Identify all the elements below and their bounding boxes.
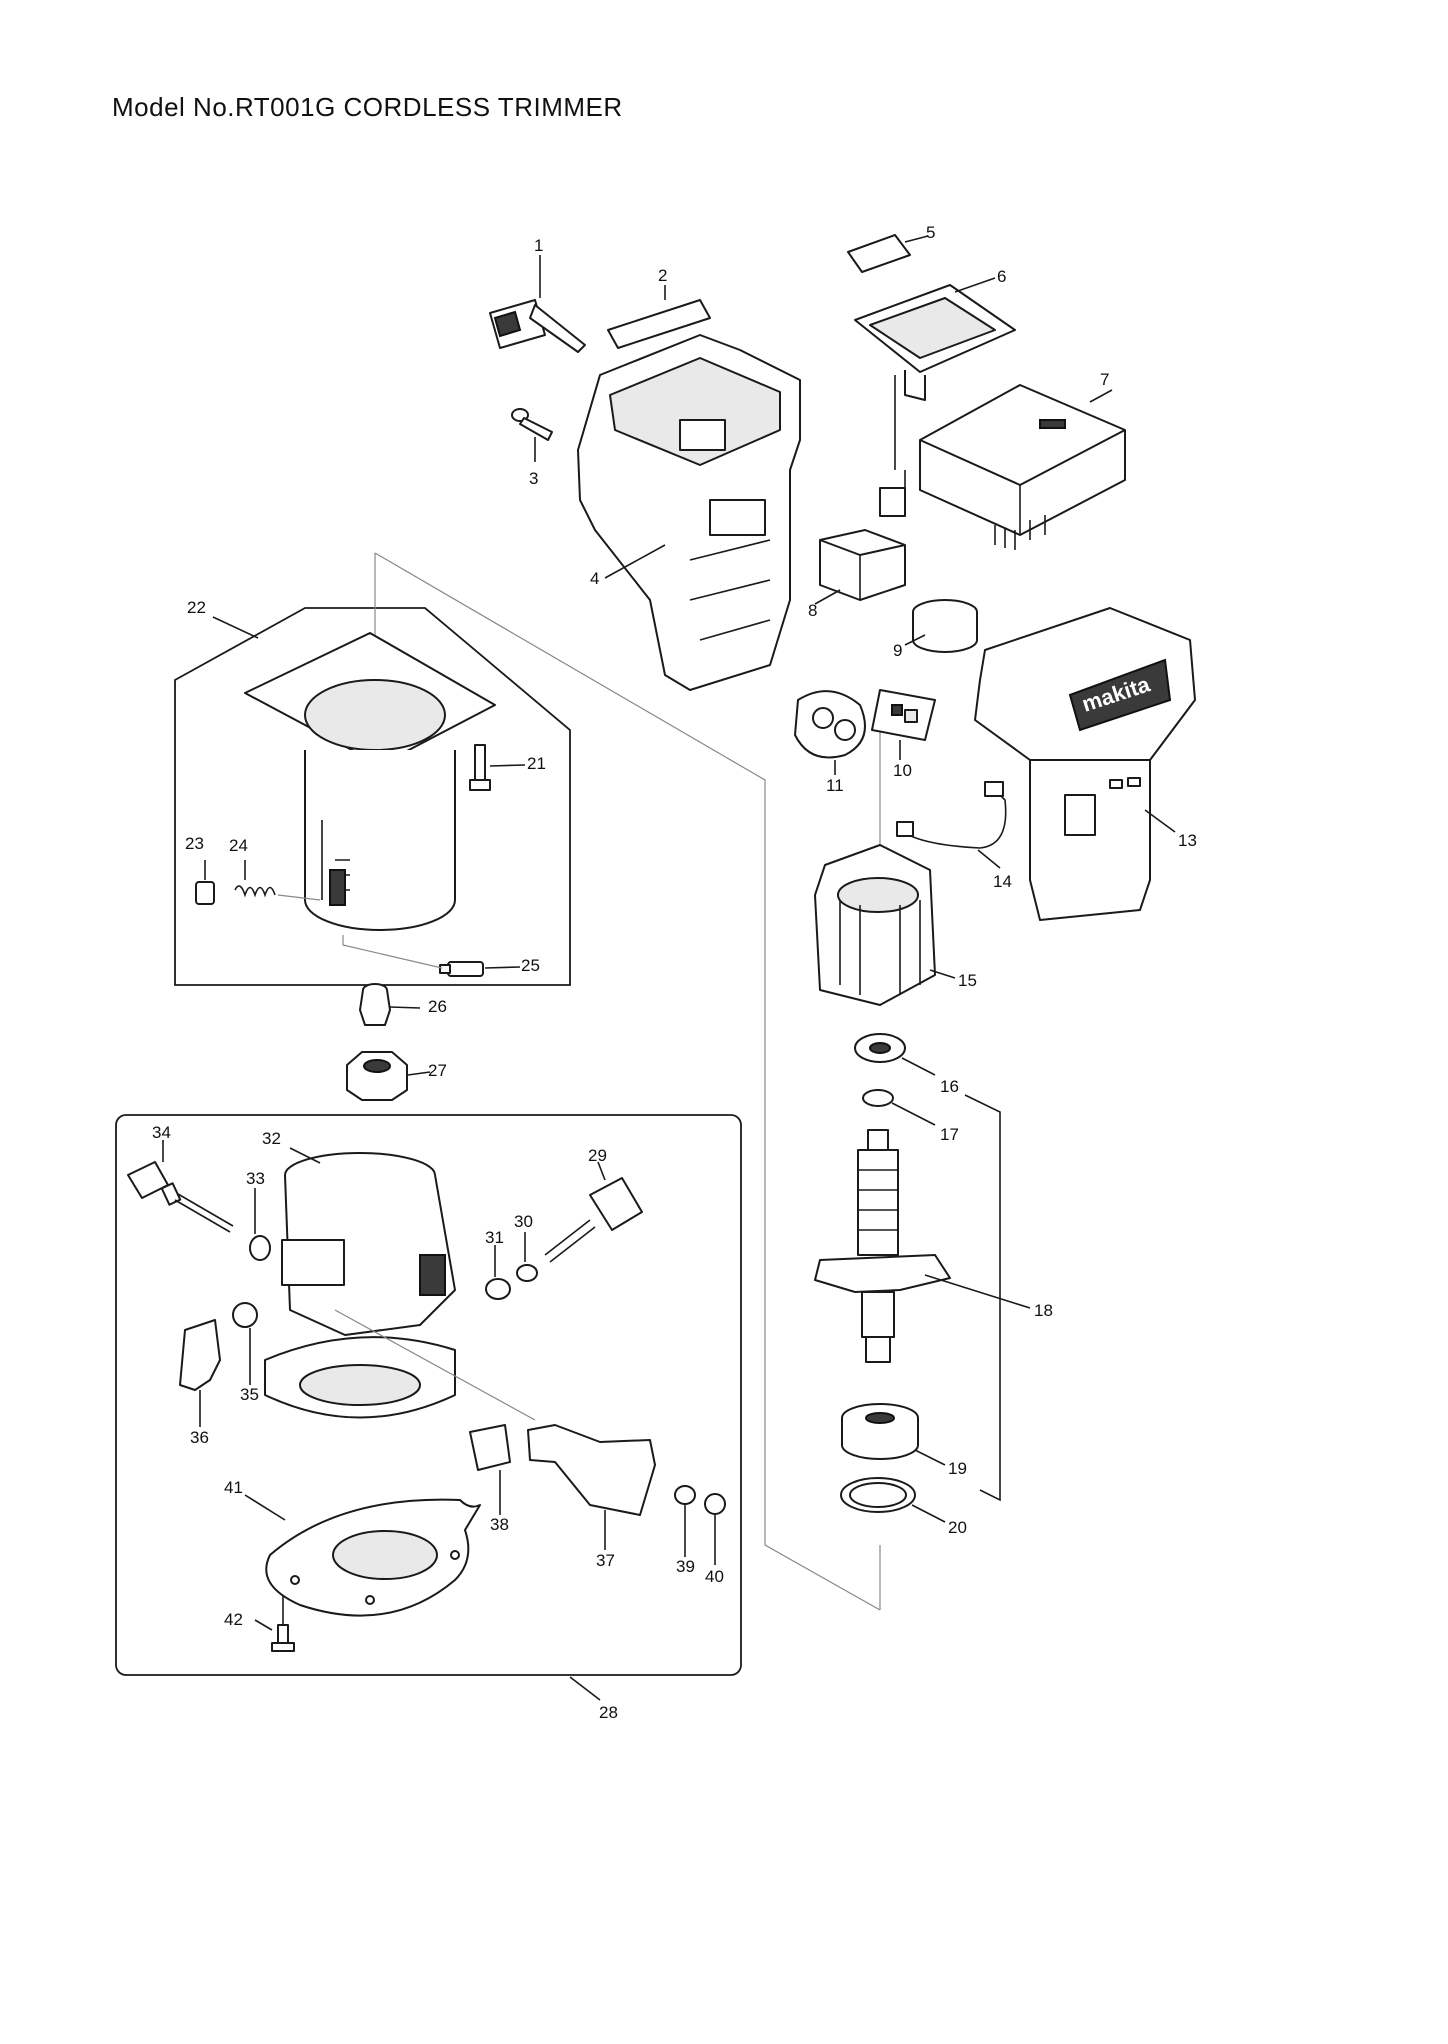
- part-15-stator: [814, 844, 936, 1006]
- part-10-switch-cover: [871, 689, 936, 741]
- part-23-nut: [195, 881, 215, 905]
- part-27-collet-nut: [346, 1051, 408, 1101]
- label-24: 24: [229, 836, 248, 855]
- label-6: 6: [997, 267, 1006, 286]
- part-41-base-plate: [265, 1498, 481, 1617]
- label-9: 9: [893, 641, 902, 660]
- part-30-washer: [516, 1264, 538, 1282]
- label-1: 1: [534, 236, 543, 255]
- part-37-clamp-lever: [527, 1424, 656, 1516]
- part-38-lever: [469, 1424, 511, 1471]
- part-11-oval-cover: [794, 690, 866, 759]
- part-21-screw: [469, 744, 491, 791]
- part-33-washer: [249, 1235, 271, 1261]
- part-32-base-sleeve: [264, 1152, 456, 1419]
- part-35-nut: [232, 1302, 258, 1328]
- label-32: 32: [262, 1129, 281, 1148]
- label-4: 4: [590, 569, 599, 588]
- group-box-28: [115, 1114, 742, 1676]
- part-7-controller: [919, 384, 1126, 550]
- label-33: 33: [246, 1169, 265, 1188]
- part-8-switch: [819, 529, 906, 601]
- label-15: 15: [958, 971, 977, 990]
- label-22: 22: [187, 598, 206, 617]
- label-35: 35: [240, 1385, 259, 1404]
- part-6-switch-plate: [854, 284, 1016, 517]
- label-29: 29: [588, 1146, 607, 1165]
- part-4-housing: [577, 334, 801, 691]
- label-16: 16: [940, 1077, 959, 1096]
- part-26-collet: [359, 983, 391, 1026]
- part-31-washer: [485, 1278, 511, 1300]
- assembly-bracket-rotor: [964, 1094, 1001, 1502]
- part-29-knob: [544, 1177, 643, 1263]
- label-19: 19: [948, 1459, 967, 1478]
- part-40-nut: [704, 1493, 726, 1515]
- part-9-dial: [912, 599, 978, 653]
- part-16-bearing: [854, 1033, 906, 1063]
- label-39: 39: [676, 1557, 695, 1576]
- part-17-washer: [862, 1089, 894, 1107]
- label-21: 21: [527, 754, 546, 773]
- part-36-clip: [179, 1319, 221, 1391]
- label-5: 5: [926, 223, 935, 242]
- label-3: 3: [529, 469, 538, 488]
- label-36: 36: [190, 1428, 209, 1447]
- part-39-washer: [674, 1485, 696, 1505]
- label-14: 14: [993, 872, 1012, 891]
- part-25-pin: [439, 961, 484, 977]
- part-34-knob: [127, 1161, 234, 1233]
- label-38: 38: [490, 1515, 509, 1534]
- label-13: 13: [1178, 831, 1197, 850]
- label-34: 34: [152, 1123, 171, 1142]
- label-10: 10: [893, 761, 912, 780]
- label-28: 28: [599, 1703, 618, 1722]
- part-5-label: [847, 234, 911, 273]
- part-14-wire: [896, 781, 1007, 849]
- label-31: 31: [485, 1228, 504, 1247]
- part-22-base: [244, 632, 496, 931]
- part-24-spring: [234, 885, 276, 898]
- label-2: 2: [658, 266, 667, 285]
- part-20-ring: [840, 1477, 916, 1513]
- part-2-label: [607, 299, 711, 349]
- page-title: Model No.RT001G CORDLESS TRIMMER: [112, 92, 623, 122]
- label-27: 27: [428, 1061, 447, 1080]
- label-42: 42: [224, 1610, 243, 1629]
- label-41: 41: [224, 1478, 243, 1497]
- part-18-rotor: [814, 1129, 951, 1363]
- label-11: 11: [826, 776, 844, 795]
- label-8: 8: [808, 601, 817, 620]
- label-23: 23: [185, 834, 204, 853]
- part-42-screw: [271, 1595, 295, 1652]
- part-3-screw: [511, 408, 553, 441]
- group-box-22: [174, 607, 571, 986]
- label-40: 40: [705, 1567, 724, 1586]
- label-25: 25: [521, 956, 540, 975]
- label-7: 7: [1100, 370, 1109, 389]
- label-20: 20: [948, 1518, 967, 1537]
- label-26: 26: [428, 997, 447, 1016]
- label-30: 30: [514, 1212, 533, 1231]
- assembly-line-main: [374, 552, 881, 1611]
- label-17: 17: [940, 1125, 959, 1144]
- label-18: 18: [1034, 1301, 1053, 1320]
- part-13-motor-housing: makita: [974, 607, 1196, 921]
- label-37: 37: [596, 1551, 615, 1570]
- part-1-lever: [489, 299, 586, 353]
- part-19-bearing: [841, 1403, 919, 1460]
